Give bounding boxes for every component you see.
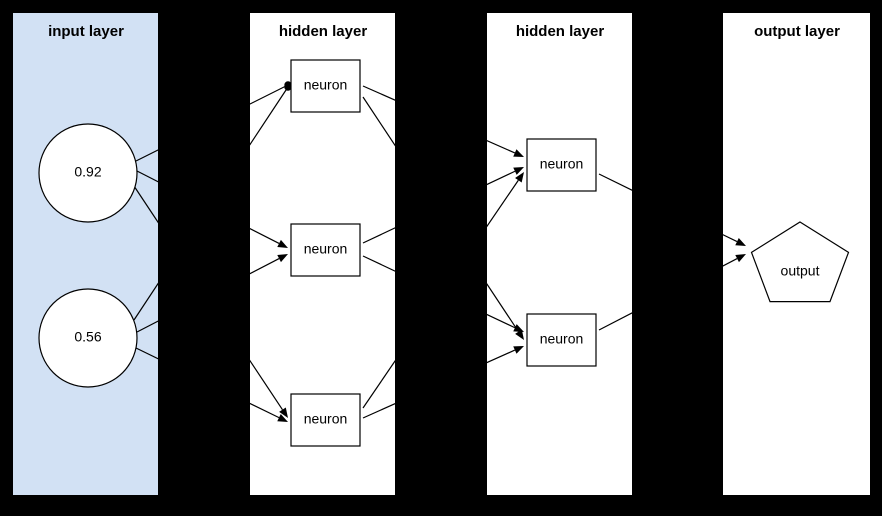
edge-arrow-head-icon [277, 254, 288, 263]
layer-edges [133, 81, 746, 422]
node-label: neuron [304, 77, 348, 93]
edge-arrow-head-icon [279, 407, 288, 418]
node-label: neuron [304, 411, 348, 427]
node-label: neuron [540, 156, 584, 172]
node-rect-shape [290, 59, 361, 113]
node-input-0[interactable]: 0.92 [38, 123, 138, 223]
panel-title-output-layer: output layer [754, 23, 840, 40]
node-input-1[interactable]: 0.56 [38, 288, 138, 388]
node-circle-shape [38, 123, 138, 223]
edge-arrow-head-icon [515, 329, 524, 340]
edge-arrow-head-icon [513, 167, 524, 175]
node-rect-shape [290, 393, 361, 447]
edge-arrow-head-icon [735, 254, 746, 263]
node-circle-shape [38, 288, 138, 388]
panel-input-layer [13, 13, 158, 495]
edge-arrow-head-icon [513, 149, 524, 157]
layer-panels-background [13, 13, 870, 495]
node-label: 0.56 [74, 329, 101, 345]
edge-arrow-head-icon [735, 238, 746, 246]
node-pentagon-shape [750, 221, 850, 303]
node-h2-1[interactable]: neuron [526, 313, 597, 367]
edge-dot-head-icon [284, 83, 292, 91]
edge-arrow-head-icon [277, 239, 288, 248]
node-out-0[interactable]: output [750, 221, 850, 303]
node-h1-1[interactable]: neuron [290, 223, 361, 277]
edge-arrow-head-icon [513, 346, 524, 354]
layer-nodes: 0.92 0.56 neuron neuron neuron neuron neuron ou… [38, 59, 850, 447]
node-rect-shape [526, 313, 597, 367]
panel-title-hidden-layer-1: hidden layer [279, 23, 368, 40]
layer-panel-titles: input layer hidden layer hidden layer outpu… [48, 23, 840, 40]
edge-arrow-head-icon [277, 414, 288, 422]
node-rect-shape [526, 138, 597, 192]
node-label: output [781, 263, 820, 279]
node-label: neuron [540, 331, 584, 347]
panel-hidden-layer-2 [487, 13, 632, 495]
node-h1-0[interactable]: neuron [290, 59, 361, 113]
node-label: neuron [304, 241, 348, 257]
edge-arrow-head-icon [513, 324, 524, 332]
panel-title-hidden-layer-2: hidden layer [516, 23, 605, 40]
panel-title-input-layer: input layer [48, 23, 124, 40]
edge-arrow-head-icon [515, 172, 524, 183]
node-h1-2[interactable]: neuron [290, 393, 361, 447]
node-label: 0.92 [74, 164, 101, 180]
node-h2-0[interactable]: neuron [526, 138, 597, 192]
node-rect-shape [290, 223, 361, 277]
